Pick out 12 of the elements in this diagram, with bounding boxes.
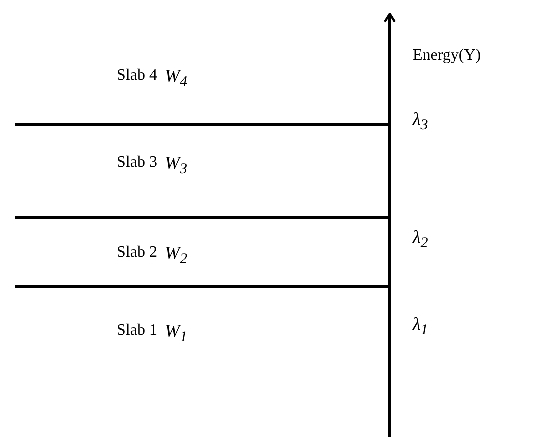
work-function-label: W$_{3}$	[165, 154, 188, 179]
work-function-label: W$_{1}$	[165, 322, 188, 347]
work-function-label: W$_{2}$	[165, 244, 188, 269]
slab-label: Slab 2	[117, 244, 158, 262]
energy-level-label: λ$_{3}$	[413, 110, 428, 135]
slab-label: Slab 3	[117, 154, 158, 172]
energy-level-label: λ$_{2}$	[413, 228, 428, 253]
axis-label: Energy(Y)	[413, 47, 482, 65]
slab-label: Slab 4	[117, 67, 158, 85]
work-function-label: W$_{4}$	[165, 67, 188, 92]
slab-label: Slab 1	[117, 322, 158, 340]
energy-level-label: λ$_{1}$	[413, 315, 428, 340]
